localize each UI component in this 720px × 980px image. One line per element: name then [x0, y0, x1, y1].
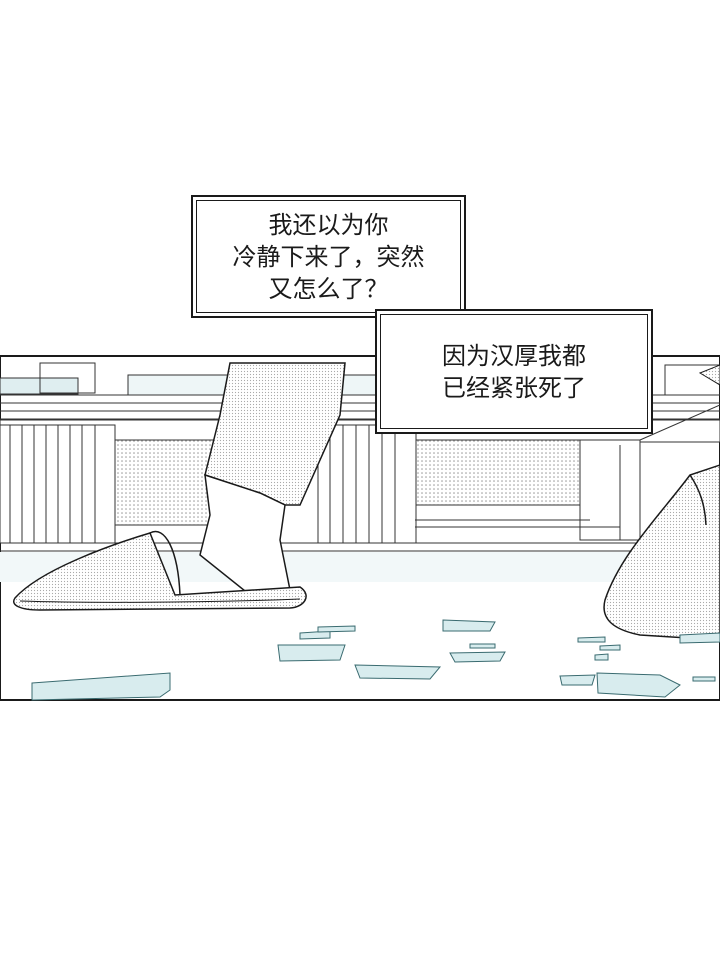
sofa-right: [414, 439, 586, 506]
left-cabinet: [0, 424, 116, 544]
bubble-second-line-2: 已经紧张死了: [442, 373, 586, 402]
bubble-second-line-1: 因为汉厚我都: [442, 341, 586, 370]
speech-bubble-second: 因为汉厚我都 已经紧张死了: [375, 309, 653, 434]
bubble-first-line-3: 又怎么了？: [268, 274, 389, 303]
bubble-first-line-2: 冷静下来了，突然: [232, 242, 425, 271]
right-slipper-icon: [603, 364, 720, 641]
side-table: [579, 404, 720, 541]
center-cabinet: [317, 424, 417, 544]
sofa-left: [114, 439, 216, 526]
left-slipper-icon: [13, 530, 307, 611]
glass-shards-icon: [31, 619, 720, 701]
bubble-first-line-1: 我还以为你: [268, 210, 389, 239]
speech-bubble-first: 我还以为你 冷静下来了，突然 又怎么了？: [191, 195, 466, 318]
